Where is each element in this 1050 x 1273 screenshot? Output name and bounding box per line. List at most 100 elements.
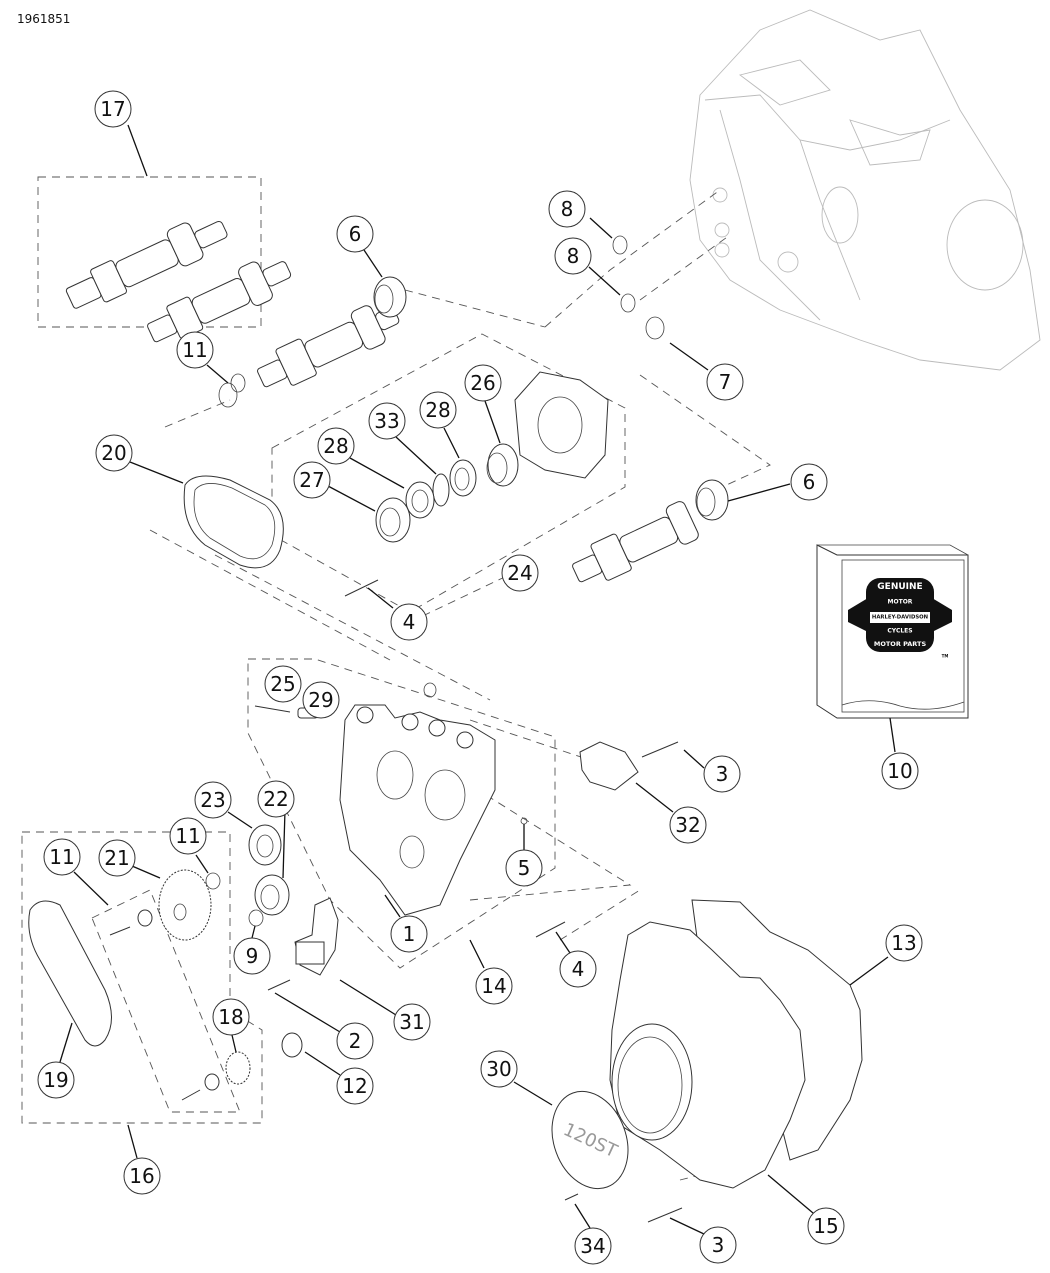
svg-text:34: 34 <box>580 1234 605 1258</box>
svg-text:3: 3 <box>712 1233 725 1257</box>
svg-text:10: 10 <box>887 759 912 783</box>
svg-text:11: 11 <box>175 824 200 848</box>
group-box-14 <box>247 658 556 969</box>
callout-3-tensioner: 3 <box>703 755 741 793</box>
callout-2: 2 <box>336 1022 374 1060</box>
svg-text:11: 11 <box>49 845 74 869</box>
washer-22 <box>254 874 290 916</box>
callout-1: 1 <box>390 915 428 953</box>
svg-text:3: 3 <box>716 762 729 786</box>
svg-text:13: 13 <box>891 931 916 955</box>
spring-25 <box>254 705 291 713</box>
callout-30: 30 <box>480 1050 518 1088</box>
small-o-ring <box>423 682 437 698</box>
callout-23: 23 <box>194 781 232 819</box>
bolt-washer-upper <box>109 909 153 936</box>
spacer-23 <box>248 824 282 866</box>
cam-cover-15-illustration <box>609 921 806 1189</box>
svg-text:29: 29 <box>308 688 333 712</box>
bearing-26 <box>486 443 519 487</box>
spacer-bushing-12 <box>281 1032 303 1058</box>
svg-text:33: 33 <box>374 409 399 433</box>
svg-text:18: 18 <box>218 1005 243 1029</box>
wave-washer-33 <box>432 473 450 507</box>
svg-text:28: 28 <box>425 398 450 422</box>
camshaft-upper-illustration <box>257 276 407 388</box>
screw-3-cover <box>647 1207 683 1223</box>
callout-26: 26 <box>464 364 502 402</box>
svg-text:17: 17 <box>100 97 125 121</box>
callout-28-right: 28 <box>419 391 457 429</box>
callout-34: 34 <box>574 1227 612 1265</box>
group-box-16-inner <box>91 889 241 1113</box>
svg-text:12: 12 <box>342 1074 367 1098</box>
callout-8-top: 8 <box>548 190 586 228</box>
svg-text:24: 24 <box>507 561 532 585</box>
logo-genuine: GENUINE <box>877 582 922 592</box>
thrust-washer-28-left <box>405 481 435 519</box>
crankcase-illustration <box>689 9 1041 371</box>
callout-11-left: 11 <box>43 838 81 876</box>
callout-4-lower: 4 <box>559 950 597 988</box>
callout-20: 20 <box>95 434 133 472</box>
svg-text:6: 6 <box>349 222 362 246</box>
svg-text:16: 16 <box>129 1164 154 1188</box>
screw-3-tensioner <box>641 741 679 758</box>
svg-text:31: 31 <box>399 1010 424 1034</box>
bolt-washer-lower <box>181 1073 220 1101</box>
svg-text:8: 8 <box>561 197 574 221</box>
callout-17: 17 <box>94 90 132 128</box>
bearing-27 <box>375 497 411 543</box>
callout-11-sprocket: 11 <box>169 817 207 855</box>
group-box-16 <box>21 831 263 1124</box>
camshaft-set-illustration <box>65 220 292 343</box>
callout-22: 22 <box>257 780 295 818</box>
callout-29: 29 <box>302 681 340 719</box>
svg-text:27: 27 <box>299 468 324 492</box>
logo-harley-davidson: HARLEY-DAVIDSON <box>872 615 928 621</box>
callout-12: 12 <box>336 1067 374 1105</box>
callout-27: 27 <box>293 461 331 499</box>
thrust-washer-28-right <box>449 459 477 497</box>
callout-18: 18 <box>212 998 250 1036</box>
callout-8-second: 8 <box>554 237 592 275</box>
svg-text:26: 26 <box>470 371 495 395</box>
callout-13: 13 <box>885 924 923 962</box>
svg-text:14: 14 <box>481 974 506 998</box>
instruction-sheet-illustration: GENUINE MOTOR HARLEY-DAVIDSON CYCLES MOT… <box>816 544 969 719</box>
callout-31: 31 <box>393 1003 431 1041</box>
logo-cycles: CYCLES <box>887 628 912 635</box>
svg-text:4: 4 <box>572 957 585 981</box>
svg-text:22: 22 <box>263 787 288 811</box>
callout-3-cover: 3 <box>699 1226 737 1264</box>
group-box-17 <box>37 176 262 328</box>
cam-support-housing <box>514 371 609 479</box>
callout-28-left: 28 <box>317 427 355 465</box>
camshaft-lower-illustration <box>572 479 729 583</box>
alignment-lines <box>149 189 771 1181</box>
callout-25: 25 <box>264 665 302 703</box>
svg-text:5: 5 <box>518 856 531 880</box>
svg-text:7: 7 <box>719 370 732 394</box>
callout-21: 21 <box>98 839 136 877</box>
retaining-ring-9 <box>248 909 264 927</box>
callout-11-upper: 11 <box>176 331 214 369</box>
callout-6-lower: 6 <box>790 463 828 501</box>
outer-cam-chain-illustration <box>28 900 112 1047</box>
callout-4-upper: 4 <box>390 603 428 641</box>
cam-support-plate-illustration <box>339 704 496 916</box>
screw-2 <box>267 979 291 991</box>
svg-text:28: 28 <box>323 434 348 458</box>
callout-33: 33 <box>368 402 406 440</box>
svg-text:8: 8 <box>567 244 580 268</box>
chain-tensioner-32 <box>579 741 639 791</box>
svg-text:21: 21 <box>104 846 129 870</box>
leader-lines <box>59 124 896 1235</box>
svg-text:15: 15 <box>813 1214 838 1238</box>
svg-text:20: 20 <box>101 441 126 465</box>
logo-motor: MOTOR <box>888 599 913 606</box>
svg-text:2: 2 <box>349 1029 362 1053</box>
retaining-ring-11-sprocket <box>205 872 221 890</box>
inner-cam-chain-illustration <box>183 475 284 569</box>
